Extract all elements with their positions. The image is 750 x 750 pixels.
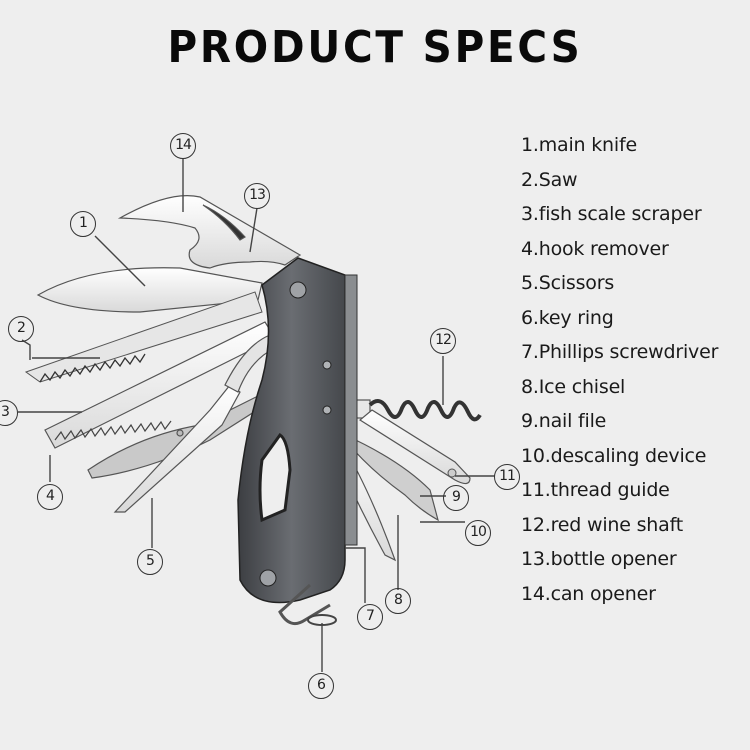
callout-7: 7 [357,604,383,630]
legend-item-12: 12.red wine shaft [521,513,683,536]
legend-item-13: 13.bottle opener [521,548,677,570]
legend-item-2: 2.Saw [521,168,578,191]
callout-2: 2 [8,316,34,342]
screw-bottom [259,569,277,587]
callout-5: 5 [137,549,163,575]
page-title: PRODUCT SPECS [167,22,583,73]
callout-9: 9 [443,485,469,511]
legend-item-6: 6.key ring [521,306,614,329]
callout-12: 12 [430,328,456,354]
legend-item-8: 8.Ice chisel [521,375,626,398]
screw-top [289,281,307,299]
legend-item-5: 5.Scissors [521,272,615,294]
legend-item-4: 4.hook remover [521,237,669,260]
callout-4: 4 [37,484,63,510]
legend-item-7: 7.Phillips screwdriver [521,341,719,363]
spec-legend: 1.main knife 2.Saw 3.fish scale scraper … [521,128,718,611]
legend-item-3: 3.fish scale scraper [521,203,702,225]
callout-1: 1 [70,211,96,237]
saw-blade [24,291,263,383]
callout-11: 11 [494,464,520,490]
legend-item-11: 11.thread guide [521,479,670,501]
can-opener-tool [117,195,302,269]
thread-guide-blade [358,409,471,485]
key-ring [278,583,331,626]
leader-lines [18,158,495,672]
nail-file [344,434,439,522]
callout-6: 6 [308,673,334,699]
legend-item-9: 9.nail file [521,410,607,432]
callout-14: 14 [170,133,196,159]
callout-13: 13 [244,183,270,209]
legend-item-1: 1.main knife [521,134,637,156]
legend-item-14: 14.can opener [521,582,656,605]
callout-10: 10 [465,520,491,546]
main-knife-blade [36,267,263,313]
callout-8: 8 [385,588,411,614]
corkscrew [341,399,482,422]
legend-item-10: 10.descaling device [521,444,707,467]
